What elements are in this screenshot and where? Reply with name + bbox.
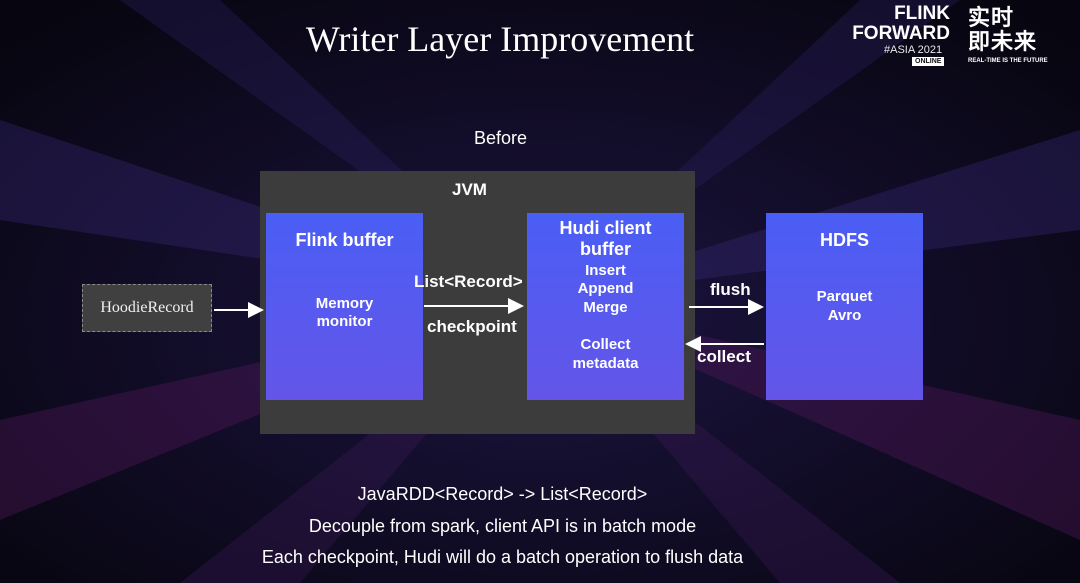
hudi-buffer-title: buffer bbox=[580, 239, 631, 259]
hudi-client-buffer-box: Hudi client buffer Insert Append Merge C… bbox=[527, 213, 684, 400]
hudi-buffer-item: Append bbox=[577, 280, 634, 297]
hudi-buffer-item: Collect bbox=[580, 336, 631, 353]
logo-wordmark: FLINK FORWARD bbox=[852, 3, 950, 44]
edge-label-collect: collect bbox=[697, 347, 751, 366]
logo-badge: ONLINE bbox=[912, 57, 945, 66]
caption-line: Each checkpoint, Hudi will do a batch op… bbox=[261, 547, 744, 567]
flink-buffer-box: Flink buffer Memory monitor bbox=[266, 213, 423, 400]
hudi-buffer-item: Merge bbox=[583, 299, 628, 316]
hudi-buffer-title: Hudi client bbox=[559, 218, 652, 238]
flink-forward-logo: FLINK FORWARD #ASIA 2021 ONLINE 实时 即未来 R… bbox=[846, 4, 1076, 70]
hdfs-item: Avro bbox=[827, 307, 862, 324]
logo-tagline: REAL-TIME IS THE FUTURE bbox=[968, 58, 1048, 64]
edge-label-checkpoint: checkpoint bbox=[427, 317, 517, 336]
hoodie-record-box: HoodieRecord bbox=[82, 284, 212, 332]
logo-chinese: 实时 即未来 bbox=[968, 5, 1038, 54]
subtitle-before: Before bbox=[474, 128, 528, 148]
hdfs-item: Parquet bbox=[816, 288, 873, 305]
hudi-buffer-item: metadata bbox=[572, 355, 639, 372]
hdfs-title: HDFS bbox=[820, 230, 869, 250]
edge-label-flush: flush bbox=[710, 280, 751, 299]
logo-edition: #ASIA 2021 bbox=[884, 44, 943, 56]
hudi-buffer-item: Insert bbox=[585, 262, 626, 279]
edge-label-list-record: List<Record> bbox=[414, 272, 523, 291]
caption-line: JavaRDD<Record> -> List<Record> bbox=[357, 484, 648, 504]
jvm-label: JVM bbox=[452, 180, 487, 199]
flink-buffer-item: monitor bbox=[316, 313, 373, 330]
caption-line: Decouple from spark, client API is in ba… bbox=[308, 516, 697, 536]
hdfs-box: HDFS Parquet Avro bbox=[766, 213, 923, 400]
flink-buffer-title: Flink buffer bbox=[295, 230, 394, 250]
flink-buffer-item: Memory bbox=[315, 295, 374, 312]
slide-title: Writer Layer Improvement bbox=[305, 19, 695, 59]
